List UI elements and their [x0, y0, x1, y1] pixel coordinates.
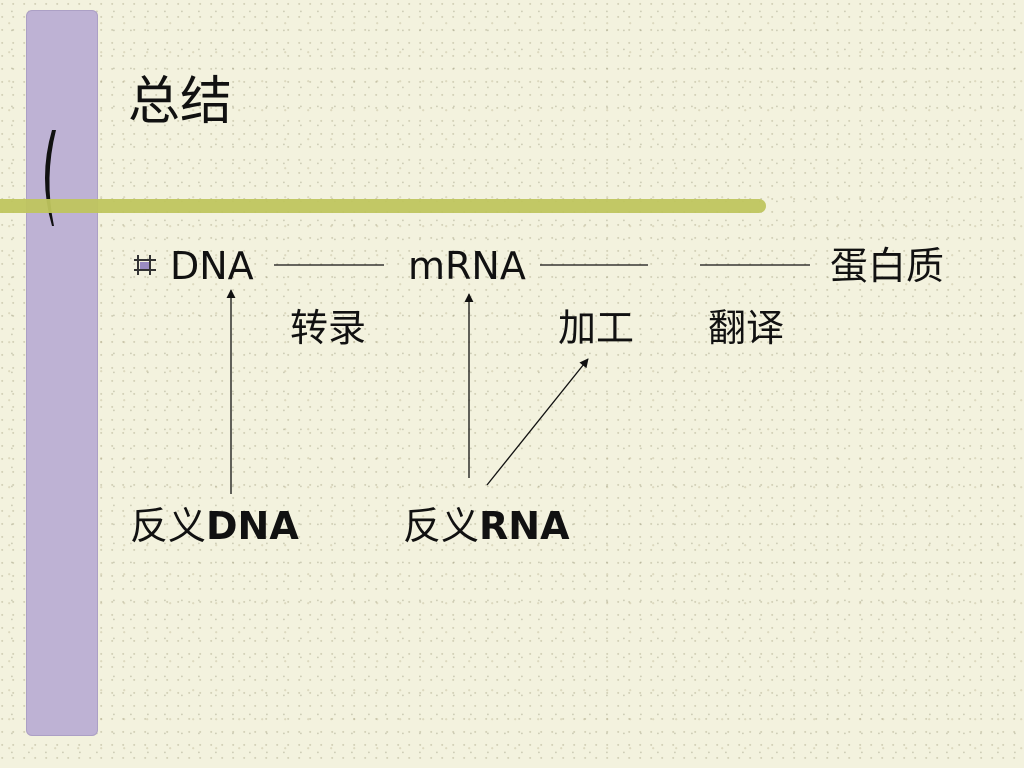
node-protein: 蛋白质: [830, 244, 945, 288]
title-underline-rule: [0, 199, 766, 213]
side-bar-decoration: [26, 10, 98, 736]
step-transcription: 转录: [290, 306, 367, 350]
step-translation: 翻译: [708, 306, 785, 350]
antisense-dna-suffix: DNA: [206, 504, 299, 548]
antisense-rna-suffix: RNA: [479, 504, 570, 548]
node-mrna: mRNA: [408, 244, 526, 288]
arrow-antisense-rna-to-processing: [486, 358, 589, 486]
antisense-rna-prefix: 反义: [403, 504, 480, 548]
step-processing: 加工: [558, 306, 635, 350]
node-dna: DNA: [170, 244, 254, 288]
bullet-icon: [134, 255, 156, 275]
node-antisense-dna: 反义DNA: [130, 504, 299, 548]
slide-title: 总结: [128, 72, 233, 132]
node-antisense-rna: 反义RNA: [403, 504, 570, 548]
antisense-dna-prefix: 反义: [130, 504, 207, 548]
